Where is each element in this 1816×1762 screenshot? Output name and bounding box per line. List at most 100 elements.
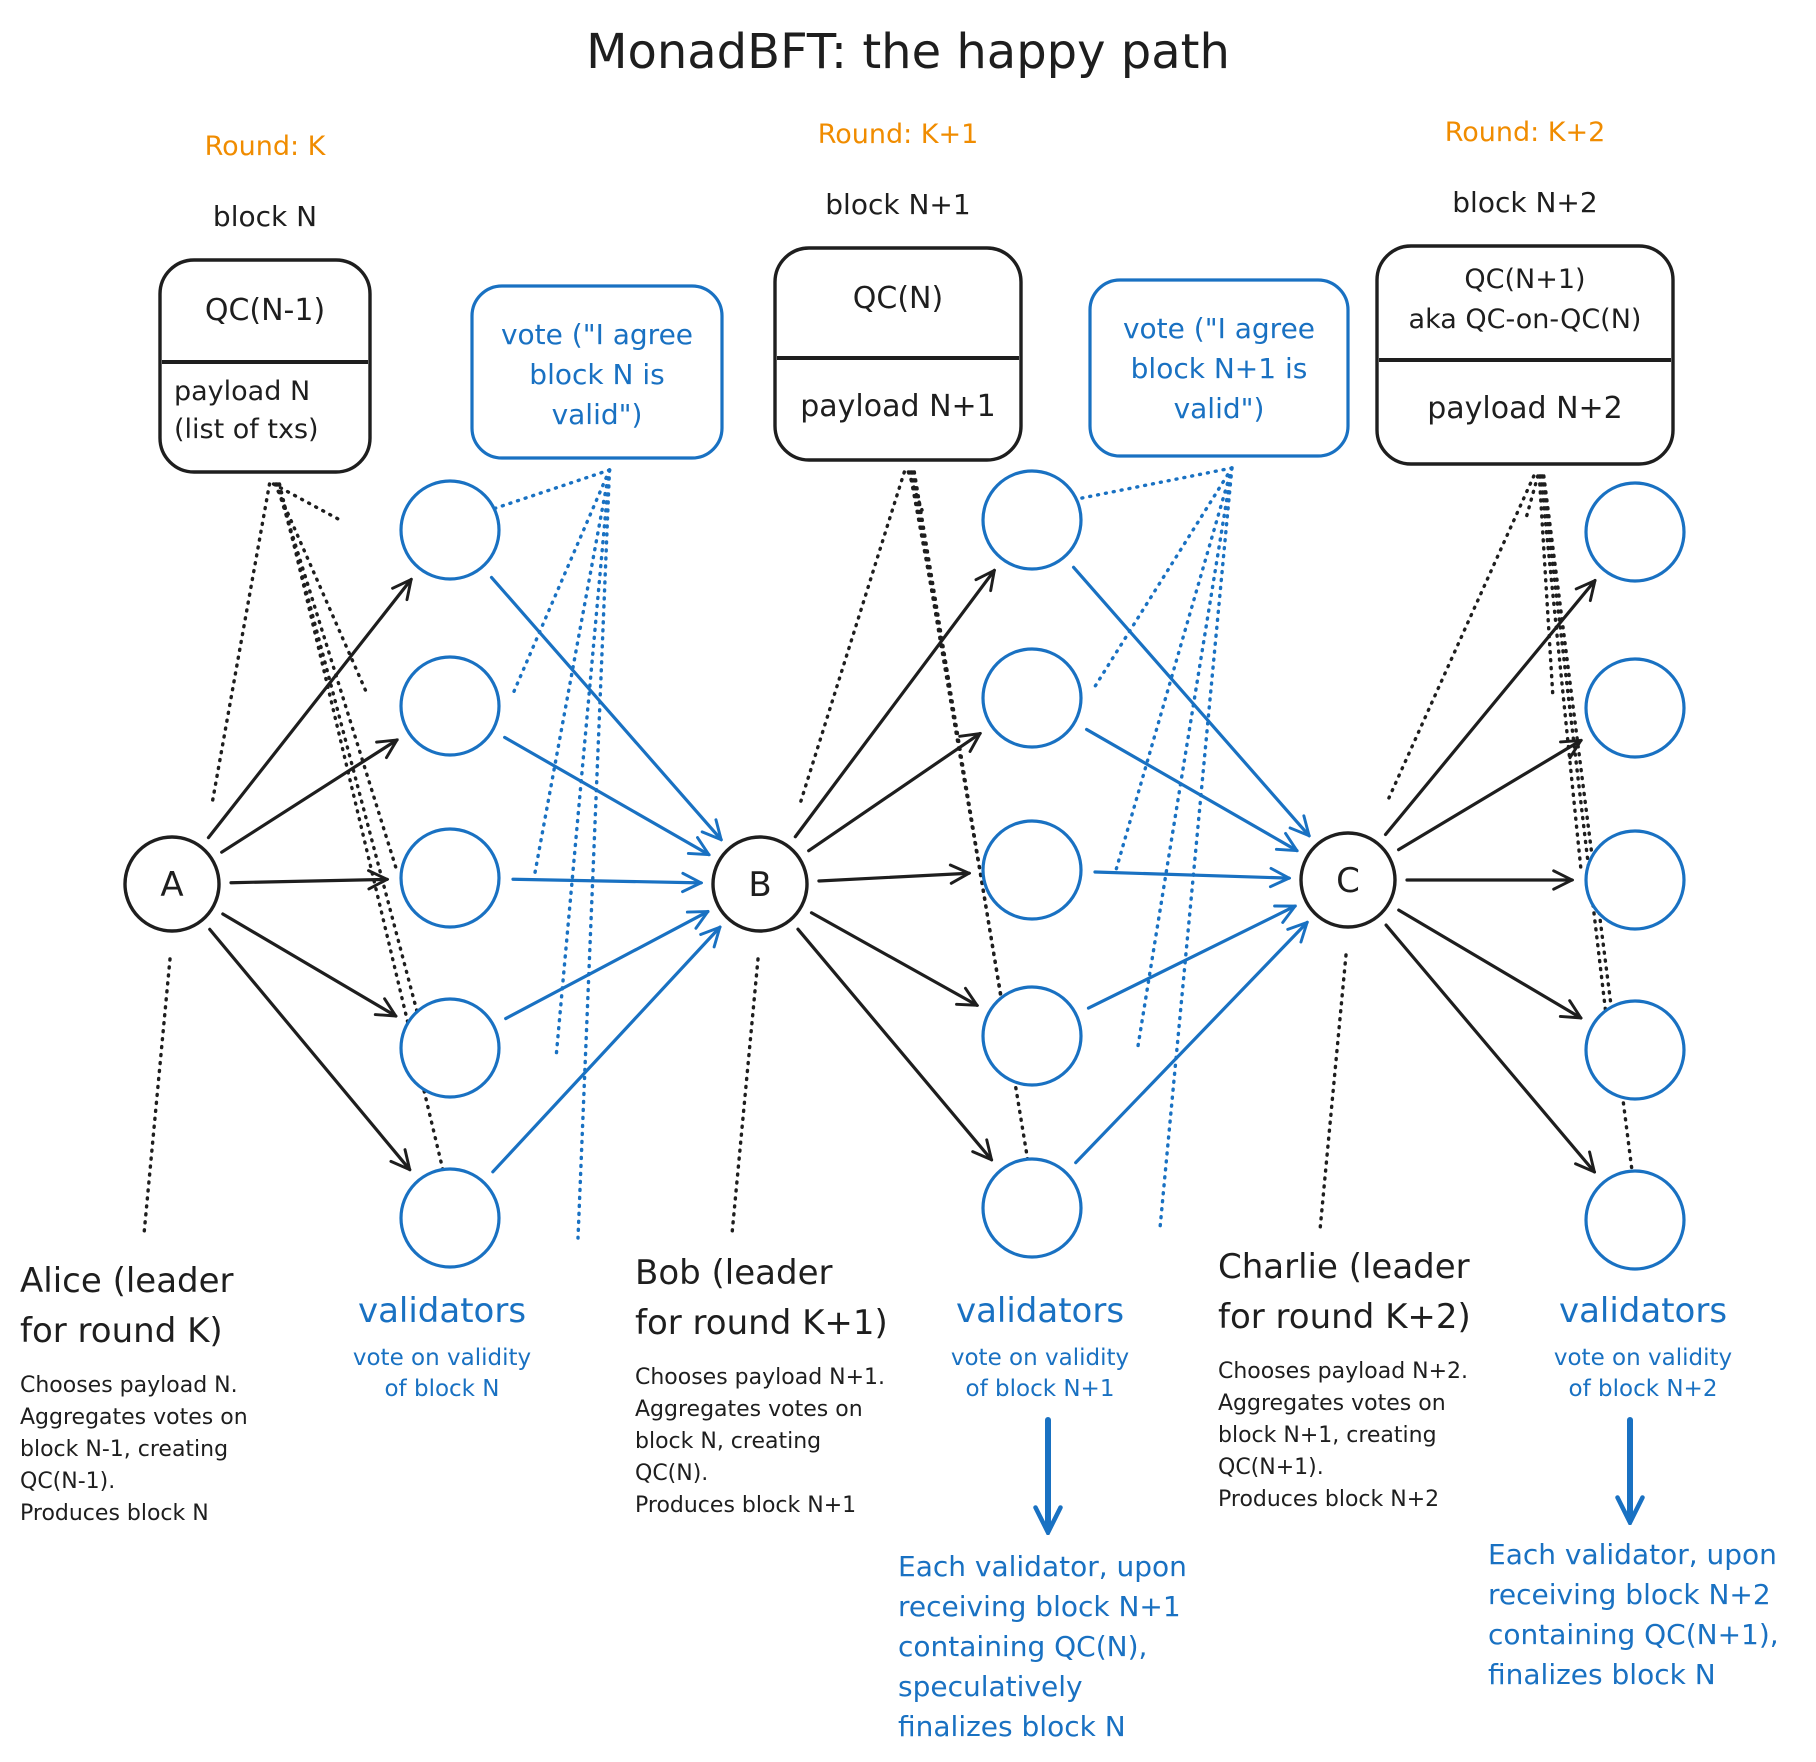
proposal-arrow [817,873,969,881]
validators-description: of block N+2 [1569,1376,1718,1402]
block-label: block N [213,200,317,233]
vote-arrow [489,575,722,839]
block-qc-label: QC(N) [853,281,943,316]
leader-description: Aggregates votes on [635,1397,863,1422]
leader-node [1299,831,1397,929]
vote-box [1088,278,1350,458]
block-payload-label: payload N+2 [1427,391,1623,426]
proposal-arrow [807,734,980,853]
vote-arrow [511,879,701,883]
validators-label: validators [956,1291,1124,1331]
leader-dotted-line [142,957,172,1236]
vote-label: valid") [552,398,643,431]
proposal-arrow [1384,923,1594,1172]
vote-dotted-line [488,468,612,512]
validators-description: vote on validity [951,1345,1129,1371]
nodes [123,469,1686,1271]
block-label: block N+1 [825,188,970,221]
block-payload-label: (list of txs) [174,414,319,445]
round-label: Round: K+2 [1445,117,1606,148]
block-dotted-line [1539,474,1583,872]
leader-name: for round K+2) [1218,1297,1471,1337]
proposal-arrow [221,912,396,1016]
block-qc-label: QC(N-1) [205,293,325,328]
leader-description: Chooses payload N+2. [1218,1359,1468,1384]
vote-label: block N is [529,358,664,391]
leader-description: block N+1, creating [1218,1423,1437,1448]
vote-arrow [1074,922,1307,1165]
validator-node [1584,1169,1686,1271]
block-dotted-line [273,482,370,698]
leader-description: QC(N). [635,1461,708,1486]
block-payload-label: payload N [174,376,310,407]
leader-name: for round K+1) [635,1303,888,1343]
page-title: MonadBFT: the happy path [586,24,1230,80]
block-qc-label: QC(N+1) [1464,264,1585,295]
vote-dotted-line [1070,466,1234,502]
validators-label: validators [358,1291,526,1331]
validator-node [1584,657,1686,759]
finalize-description: Each validator, upon [898,1550,1187,1583]
leader-node [123,835,221,933]
vote-dotted-line [510,468,612,698]
validator-node [399,479,501,581]
leader-description: QC(N+1). [1218,1455,1324,1480]
vote-arrow [1093,872,1289,878]
finalize-description: Each validator, upon [1488,1538,1777,1571]
vote-dotted-line [1158,466,1234,1230]
block-boxes [158,244,1675,474]
block-dotted-line [276,482,426,1040]
validator-node [981,985,1083,1087]
block-dotted-line [271,482,342,522]
block-dotted-line [1540,474,1611,1042]
vote-arrow [504,909,708,1021]
dotted-connectors [142,466,1639,1240]
proposal-arrow [1383,581,1595,837]
finalize-description: containing QC(N), [898,1630,1147,1663]
proposal-arrow [1397,908,1581,1018]
vote-arrow [491,927,720,1174]
block-dotted-line [798,470,906,806]
leader-letter: C [1336,861,1360,901]
proposal-arrow [206,580,411,840]
vote-arrow [1086,904,1295,1010]
block-box [1375,244,1675,466]
validators-description: vote on validity [1554,1345,1732,1371]
validators-label: validators [1559,1291,1727,1331]
vote-arrow [503,735,709,854]
leader-name: Alice (leader [20,1261,234,1301]
block-dotted-line [1537,474,1555,700]
proposal-arrow [1397,740,1581,852]
validator-node [399,827,501,929]
validators-description: of block N+1 [966,1376,1115,1402]
validator-node [399,997,501,1099]
round-label: Round: K [205,131,327,162]
vote-dotted-line [1136,466,1234,1048]
vote-arrow [1084,727,1297,850]
leader-description: block N, creating [635,1429,821,1454]
vote-label: vote ("I agree [501,318,693,351]
block-dotted-line [210,482,272,806]
validator-node [1584,829,1686,931]
leader-description: Produces block N [20,1501,209,1526]
leader-description: Chooses payload N. [20,1373,238,1398]
block-dotted-line [1386,474,1536,802]
validator-node [1584,481,1686,583]
leader-name: Charlie (leader [1218,1247,1470,1287]
block-dotted-line [912,470,1036,1200]
proposal-arrow [796,927,992,1160]
proposal-arrow [208,927,410,1169]
block-qc-label: aka QC-on-QC(N) [1409,304,1642,335]
vote-dotted-line [554,468,612,1060]
round-label: Round: K+1 [818,119,979,150]
vote-label: block N+1 is [1131,352,1308,385]
leader-name: for round K) [20,1311,223,1351]
validator-node [399,1167,501,1269]
proposal-arrow [809,911,978,1007]
validator-node [981,647,1083,749]
vote-label: valid") [1174,392,1265,425]
leader-description: Aggregates votes on [1218,1391,1446,1416]
leader-dotted-line [1318,953,1348,1232]
block-box [158,258,372,474]
